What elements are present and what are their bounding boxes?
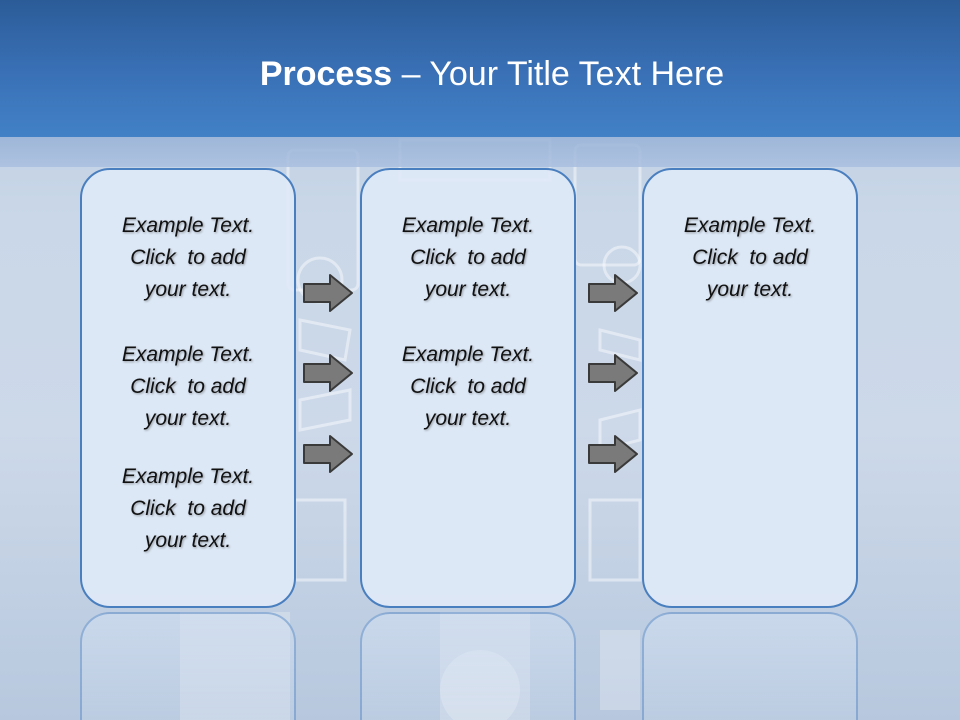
text-line: your text. xyxy=(144,529,232,552)
right-arrow-icon[interactable] xyxy=(302,353,354,393)
right-arrow-icon[interactable] xyxy=(587,353,639,393)
text-line: Example Text. xyxy=(683,214,817,237)
text-placeholder[interactable]: Example Text. Click to add your text. xyxy=(362,210,574,306)
text-placeholder[interactable]: Example Text. Click to add your text. xyxy=(82,339,294,435)
text-line: Click to add xyxy=(410,375,526,398)
process-box-1[interactable]: Example Text. Click to add your text. Ex… xyxy=(80,168,296,608)
right-arrow-icon[interactable] xyxy=(587,273,639,313)
text-line: Example Text. xyxy=(401,343,535,366)
title-bar xyxy=(0,0,960,137)
text-placeholder[interactable]: Example Text. Click to add your text. xyxy=(362,339,574,435)
box-reflection xyxy=(642,612,858,720)
text-line: your text. xyxy=(706,278,794,301)
text-line: your text. xyxy=(144,407,232,430)
text-line: Example Text. xyxy=(401,214,535,237)
right-arrow-icon[interactable] xyxy=(302,434,354,474)
text-placeholder[interactable]: Example Text. Click to add your text. xyxy=(82,210,294,306)
text-line: Click to add xyxy=(130,497,246,520)
title-rest: – Your Title Text Here xyxy=(392,55,725,93)
text-placeholder[interactable]: Example Text. Click to add your text. xyxy=(82,461,294,557)
text-placeholder[interactable]: Example Text. Click to add your text. xyxy=(644,210,856,306)
text-line: Click to add xyxy=(410,246,526,269)
text-line: your text. xyxy=(144,278,232,301)
box-reflection xyxy=(360,612,576,720)
right-arrow-icon[interactable] xyxy=(587,434,639,474)
text-line: Click to add xyxy=(692,246,808,269)
title-bold: Process xyxy=(259,55,393,93)
right-arrow-icon[interactable] xyxy=(302,273,354,313)
text-line: Example Text. xyxy=(121,465,255,488)
text-line: Click to add xyxy=(130,246,246,269)
slide-title[interactable]: Process – Your Title Text Here xyxy=(0,52,960,96)
text-line: Example Text. xyxy=(121,214,255,237)
text-line: Example Text. xyxy=(121,343,255,366)
header-band xyxy=(0,137,960,167)
process-box-2[interactable]: Example Text. Click to add your text. Ex… xyxy=(360,168,576,608)
box-reflection xyxy=(80,612,296,720)
text-line: Click to add xyxy=(130,375,246,398)
process-box-3[interactable]: Example Text. Click to add your text. xyxy=(642,168,858,608)
text-line: your text. xyxy=(424,278,512,301)
text-line: your text. xyxy=(424,407,512,430)
